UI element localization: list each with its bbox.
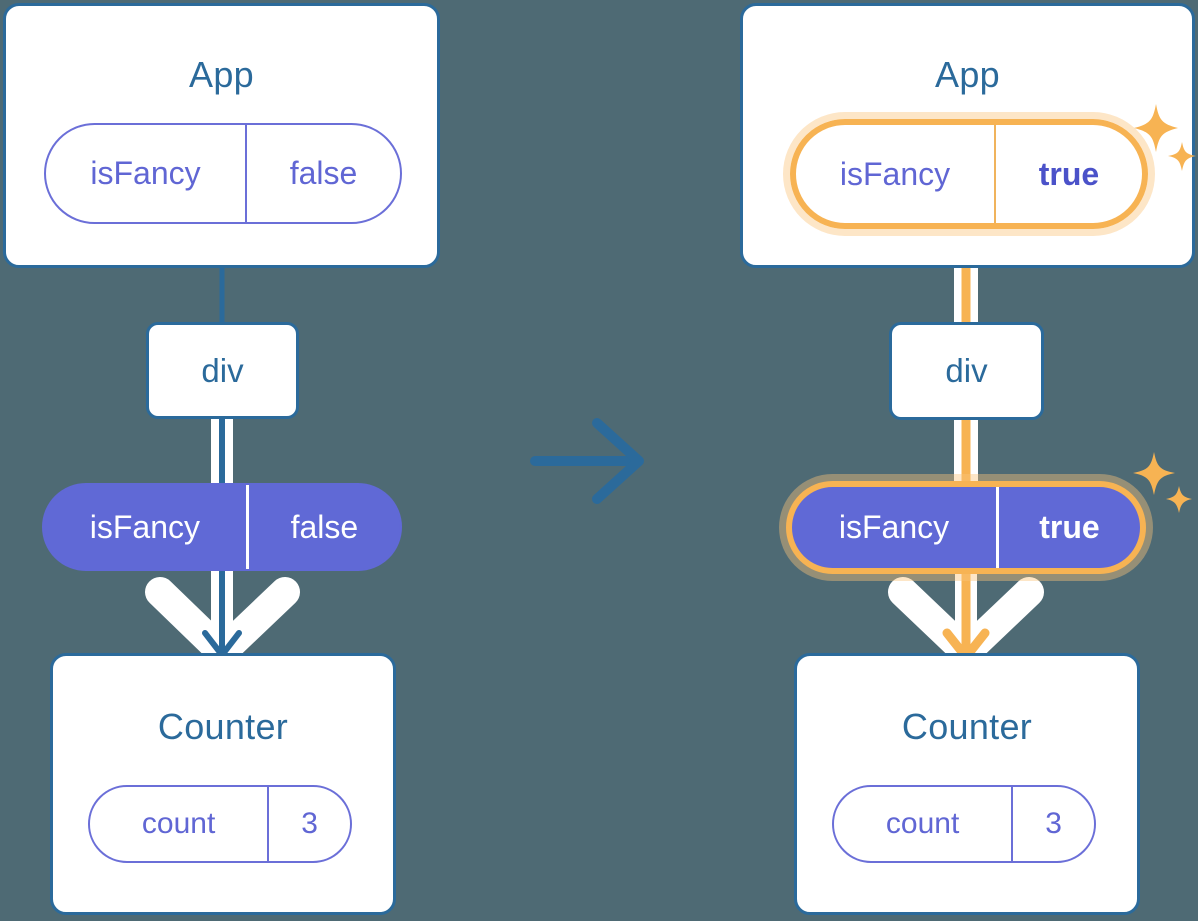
left-prop-to-counter-arrow-casing [145,564,300,667]
right-prop-key: isFancy [838,509,950,545]
left-prop-value: false [245,485,400,569]
left-counter-state-pill[interactable]: count 3 [88,785,352,863]
right-prop-to-counter-arrow [942,560,990,662]
right-counter-state-key: count [885,807,960,840]
left-counter-state-value: 3 [267,787,350,861]
right-prop-pill[interactable]: isFancy true [786,481,1146,574]
right-app-state-value: true [994,125,1142,223]
right-counter-state-value: 3 [1011,787,1094,861]
left-app-state-value: false [245,125,400,222]
right-prop-value: true [996,487,1140,568]
left-app-state-pill[interactable]: isFancy false [44,123,402,224]
right-prop-to-counter-arrow-casing [888,564,1044,667]
right-app-state-key: isFancy [839,155,951,192]
sparkle-icon-small [1166,486,1192,513]
right-div-box[interactable]: div [889,322,1044,420]
left-div-label: div [201,351,244,389]
left-counter-title: Counter [157,706,289,747]
left-div-box[interactable]: div [146,322,299,419]
right-counter-box[interactable]: Counter [794,653,1140,915]
right-div-label: div [945,352,988,389]
left-prop-to-counter-arrow [202,560,242,658]
right-app-state-pill[interactable]: isFancy true [790,119,1148,229]
left-app-title: App [189,54,254,95]
left-prop-key: isFancy [89,508,200,545]
right-counter-state-pill[interactable]: count 3 [832,785,1096,863]
left-prop-pill[interactable]: isFancy false [42,483,402,571]
right-counter-title: Counter [901,706,1033,747]
right-app-title: App [935,54,1000,95]
left-counter-state-key: count [141,807,216,840]
left-app-state-key: isFancy [90,155,201,191]
left-counter-box[interactable]: Counter [50,653,396,915]
